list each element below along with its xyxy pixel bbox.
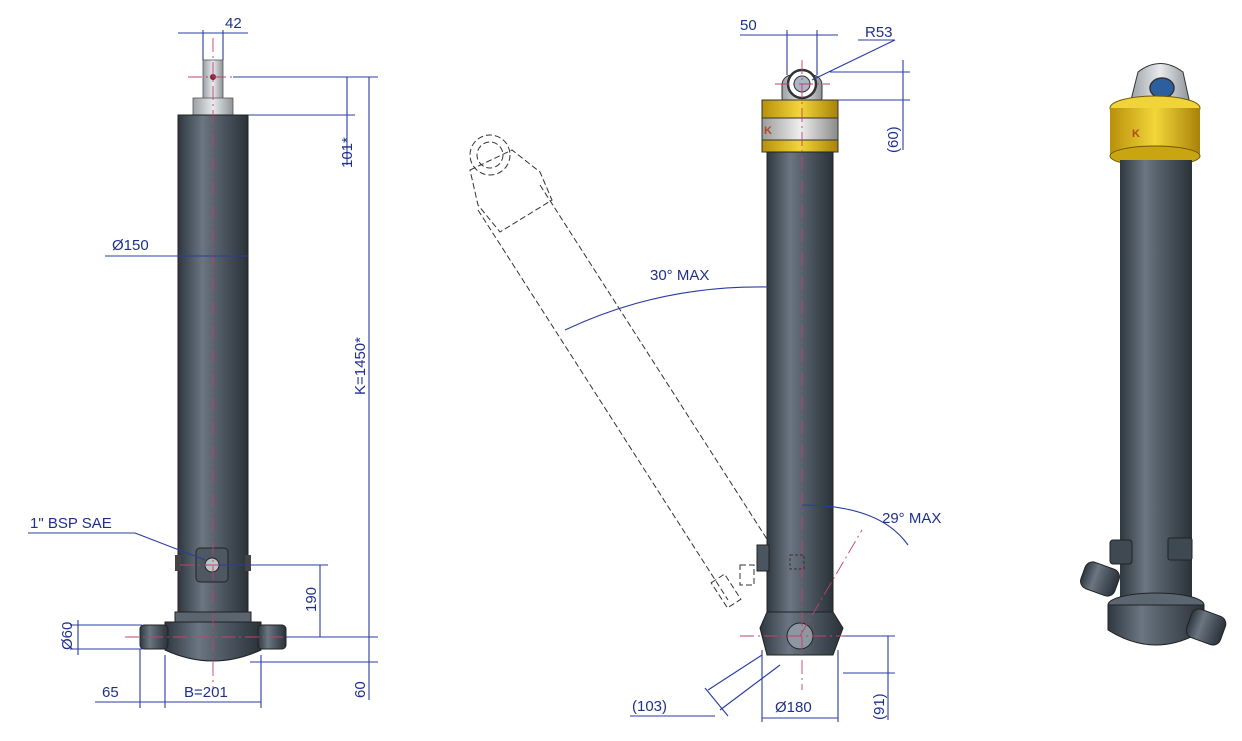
dim-eye-width: 50	[740, 17, 757, 34]
middle-barrel	[766, 151, 834, 613]
right-trunnion-right	[1185, 608, 1227, 646]
dim-eye-radius: R53	[865, 24, 893, 41]
middle-collar-top	[761, 99, 839, 119]
right-port-block-left	[1109, 539, 1133, 565]
middle-side-block	[756, 544, 770, 572]
right-collar-brand: K	[1132, 128, 1140, 140]
right-trunnion-left	[1080, 561, 1120, 597]
dim-base-offset: (103)	[632, 698, 667, 715]
right-3d-view: K	[1080, 63, 1227, 646]
dim-base-diameter: Ø180	[775, 699, 812, 716]
left-dimensions: 42 101* K=1450* Ø150 1" BSP SAE 190	[28, 15, 378, 708]
label-side-angle: 29° MAX	[882, 510, 941, 527]
tilted-ghost-cylinder	[469, 134, 791, 609]
left-side-tab-left	[175, 555, 181, 571]
dim-base-width: B=201	[184, 684, 228, 701]
dim-rod-width: 42	[225, 15, 242, 32]
label-port: 1" BSP SAE	[30, 515, 112, 532]
dim-rod-extension: 101*	[339, 137, 356, 168]
dim-trunnion-diameter: Ø60	[59, 622, 76, 650]
dim-base-height-middle: (91)	[871, 693, 888, 720]
dim-overall-length: K=1450*	[352, 337, 369, 395]
dim-port-height: 190	[303, 587, 320, 612]
middle-collar-band	[761, 117, 839, 141]
right-port-block-right	[1167, 537, 1193, 561]
dim-head-height: (60)	[885, 126, 902, 153]
middle-collar-bottom	[761, 139, 839, 153]
middle-collar-brand: K	[764, 125, 772, 137]
middle-view: K 50 R53 (60) 30° MAX	[469, 17, 941, 722]
dim-trunnion-offset: 65	[102, 684, 119, 701]
right-eye-bore	[1149, 77, 1175, 99]
dim-base-height: 60	[352, 681, 369, 698]
middle-port-mark	[789, 554, 805, 570]
dim-barrel-diameter: Ø150	[112, 237, 149, 254]
left-view: 42 101* K=1450* Ø150 1" BSP SAE 190	[28, 15, 378, 708]
label-tilt-angle: 30° MAX	[650, 267, 709, 284]
left-side-tab-right	[245, 555, 251, 571]
right-barrel	[1120, 160, 1192, 605]
middle-dimensions: 50 R53 (60) 30° MAX 29° MAX (103)	[564, 17, 941, 722]
